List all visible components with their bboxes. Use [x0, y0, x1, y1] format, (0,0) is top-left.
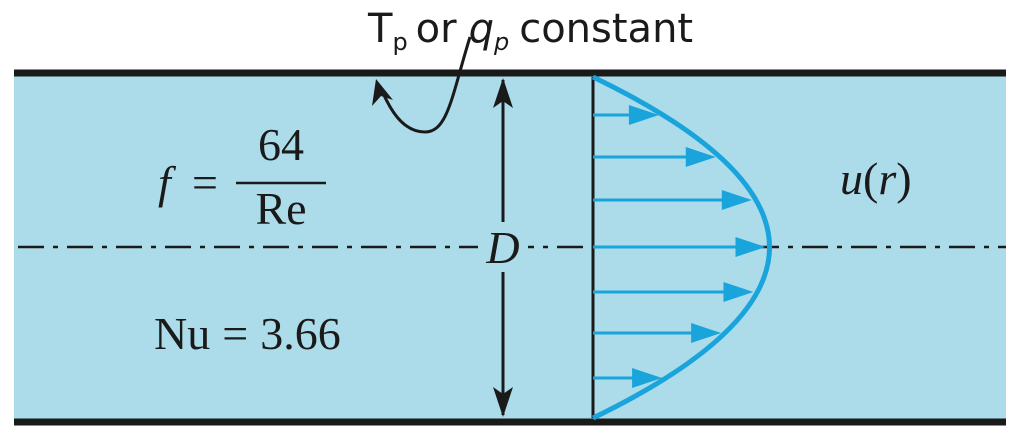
friction-numerator: 64 [258, 119, 304, 170]
velocity-arg: r [878, 153, 897, 204]
t-subscript: p [392, 28, 407, 56]
velocity-arrow-head [735, 237, 766, 257]
nusselt-label: Nu [154, 308, 210, 359]
velocity-arrow-head [721, 190, 752, 210]
velocity-arrow-head [632, 368, 663, 388]
nusselt-equals: = [222, 308, 248, 359]
velocity-open-paren: ( [863, 153, 878, 204]
constant-word: constant [519, 6, 693, 52]
nusselt-formula: Nu=3.66 [154, 308, 341, 359]
nusselt-value: 3.66 [260, 308, 341, 359]
velocity-arrows [593, 105, 766, 388]
t-symbol: T [367, 6, 393, 52]
velocity-func: u [840, 153, 863, 204]
velocity-function-label: u(r) [840, 153, 912, 204]
velocity-arrow-head [723, 282, 754, 302]
velocity-arrow-head [691, 323, 722, 343]
diameter-label: D [485, 222, 519, 273]
velocity-profile [591, 74, 772, 421]
q-subscript: p [493, 28, 509, 56]
diameter-dimension-arrow [493, 78, 513, 417]
velocity-arrow-head [685, 147, 716, 167]
friction-equals: = [192, 157, 218, 208]
wall-condition-leader-arrow [372, 36, 472, 134]
velocity-close-paren: ) [896, 153, 911, 204]
friction-denominator: Re [255, 183, 306, 234]
q-symbol: q [469, 6, 494, 52]
parabolic-profile-curve [591, 74, 772, 421]
diameter-label-bg [478, 222, 528, 272]
or-word: or [416, 6, 457, 52]
velocity-arrow-head [628, 105, 659, 125]
